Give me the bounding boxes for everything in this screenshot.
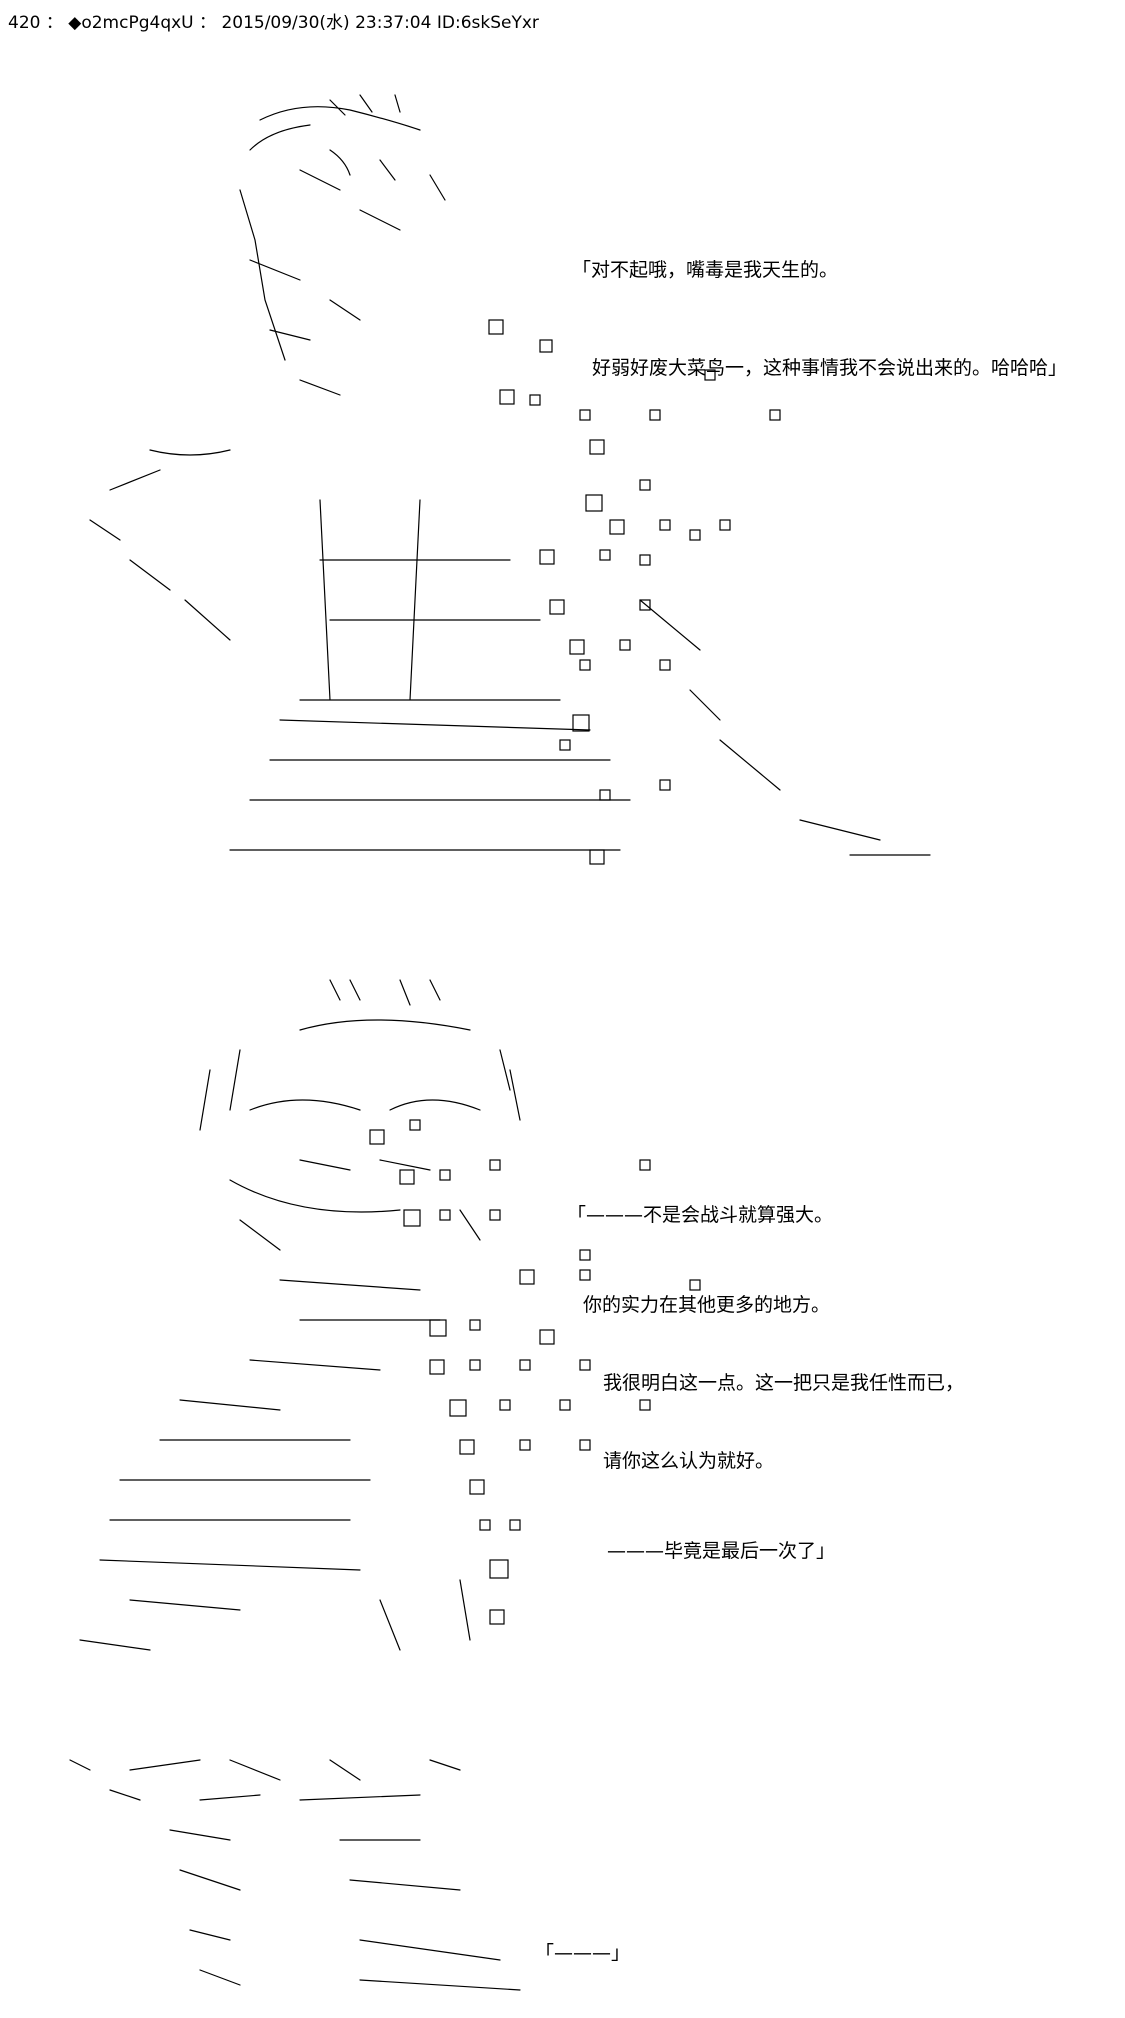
header-separator: ： — [45, 13, 63, 33]
dialogue-line: 「———不是会战斗就算强大。 — [567, 1204, 834, 1226]
dialogue-line: 「———」 — [535, 1942, 631, 1964]
ascii-art-figure-3 — [69, 1759, 521, 1991]
dialogue-line: 你的实力在其他更多的地方。 — [583, 1294, 831, 1316]
dialogue-line: 好弱好废大菜鸟一，这种事情我不会说出来的。哈哈哈」 — [592, 357, 1068, 379]
dialogue-line: 「对不起哦，嘴毒是我天生的。 — [572, 259, 839, 281]
dialogue-line: ———毕竟是最后一次了」 — [607, 1540, 836, 1562]
panel-1: 「对不起哦，嘴毒是我天生的。 好弱好废大菜鸟一，这种事情我不会说出来的。哈哈哈」 — [0, 0, 1125, 900]
dialogue-panel-3: 「———」 — [535, 1888, 630, 2018]
dialogue-panel-1: 「对不起哦，嘴毒是我天生的。 好弱好废大菜鸟一，这种事情我不会说出来的。哈哈哈」 — [572, 205, 1067, 433]
panel-3: 「———」 — [0, 1740, 1125, 2000]
dialogue-line: 请你这么认为就好。 — [603, 1450, 775, 1472]
dialogue-panel-2: 「———不是会战斗就算强大。 你的实力在其他更多的地方。 我很明白这一点。这一把… — [567, 1150, 964, 1616]
poster-id: ID:6skSeYxr — [436, 13, 539, 33]
panel-2: 「———不是会战斗就算强大。 你的实力在其他更多的地方。 我很明白这一点。这一把… — [0, 960, 1125, 1680]
post-separator: ： — [199, 13, 217, 33]
poster-trip: ◆o2mcPg4qxU — [68, 13, 194, 33]
post-date: 2015/09/30(水) 23:37:04 — [221, 13, 432, 33]
ascii-art-figure-2 — [79, 979, 701, 1651]
dialogue-line: 我很明白这一点。这一把只是我任性而已， — [603, 1372, 965, 1394]
post-header: 420 ： ◆o2mcPg4qxU ： 2015/09/30(水) 23:37:… — [8, 8, 539, 33]
post-number: 420 — [8, 13, 41, 33]
ascii-art-figure-1 — [89, 94, 931, 865]
